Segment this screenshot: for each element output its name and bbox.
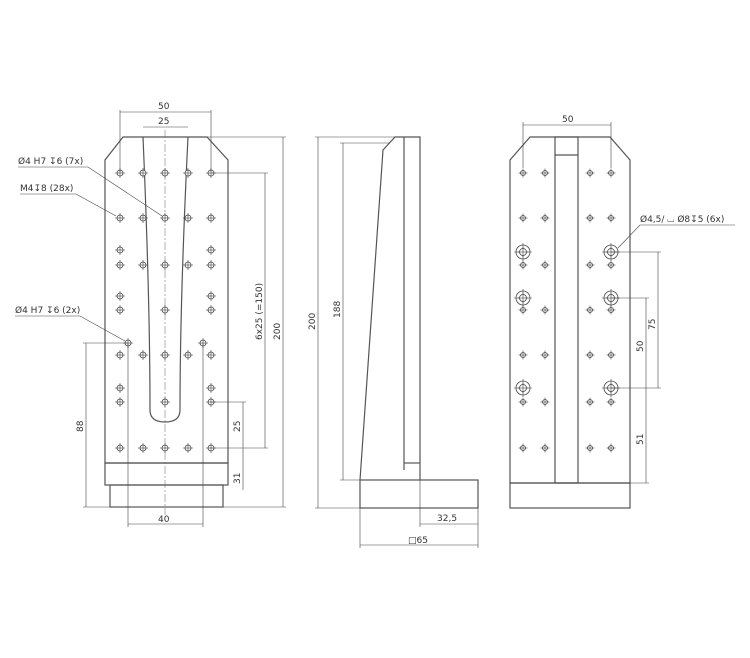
back-holes (514, 168, 620, 453)
front-view: 50 25 6x25 (=150) 200 25 31 88 40 Ø4 H7 … (15, 102, 286, 527)
front-holes (115, 168, 216, 453)
back-dim-75: 75 (648, 319, 658, 330)
front-slot (142, 136, 189, 423)
front-body-outline (104, 136, 229, 464)
dim-88: 88 (76, 420, 86, 432)
dim-31: 31 (233, 473, 243, 484)
back-dim-50: 50 (636, 340, 646, 352)
callout-pin-holes-7x: Ø4 H7 ↧6 (7x) (18, 156, 83, 167)
front-base (104, 462, 229, 486)
dim-25: 25 (158, 117, 169, 127)
side-dim-200: 200 (308, 313, 318, 330)
callout-counterbore: Ø4,5/ ⌴ Ø8↧5 (6x) (640, 214, 724, 225)
side-dim-188: 188 (333, 301, 343, 318)
callout-pin-holes-2x: Ø4 H7 ↧6 (2x) (15, 305, 80, 316)
back-dim-50: 50 (562, 115, 574, 125)
side-dim-32-5: 32,5 (437, 514, 457, 524)
back-dim-51: 51 (636, 434, 646, 445)
callout-m4-threads: M4↧8 (28x) (20, 184, 73, 194)
side-dim-65: □65 (408, 536, 428, 546)
dim-40: 40 (158, 515, 170, 525)
back-view: 50 Ø4,5/ ⌴ Ø8↧5 (6x) 75 50 51 (509, 115, 735, 509)
front-foot (109, 484, 224, 508)
side-view: 200 188 32,5 □65 (308, 136, 479, 548)
dim-6x25: 6x25 (=150) (255, 283, 265, 340)
side-base (359, 479, 479, 509)
back-slot (554, 136, 579, 484)
back-foot (509, 482, 631, 509)
side-profile (359, 136, 421, 481)
dim-25-lower: 25 (233, 421, 243, 432)
dim-200: 200 (273, 323, 283, 340)
dim-50: 50 (158, 102, 170, 112)
